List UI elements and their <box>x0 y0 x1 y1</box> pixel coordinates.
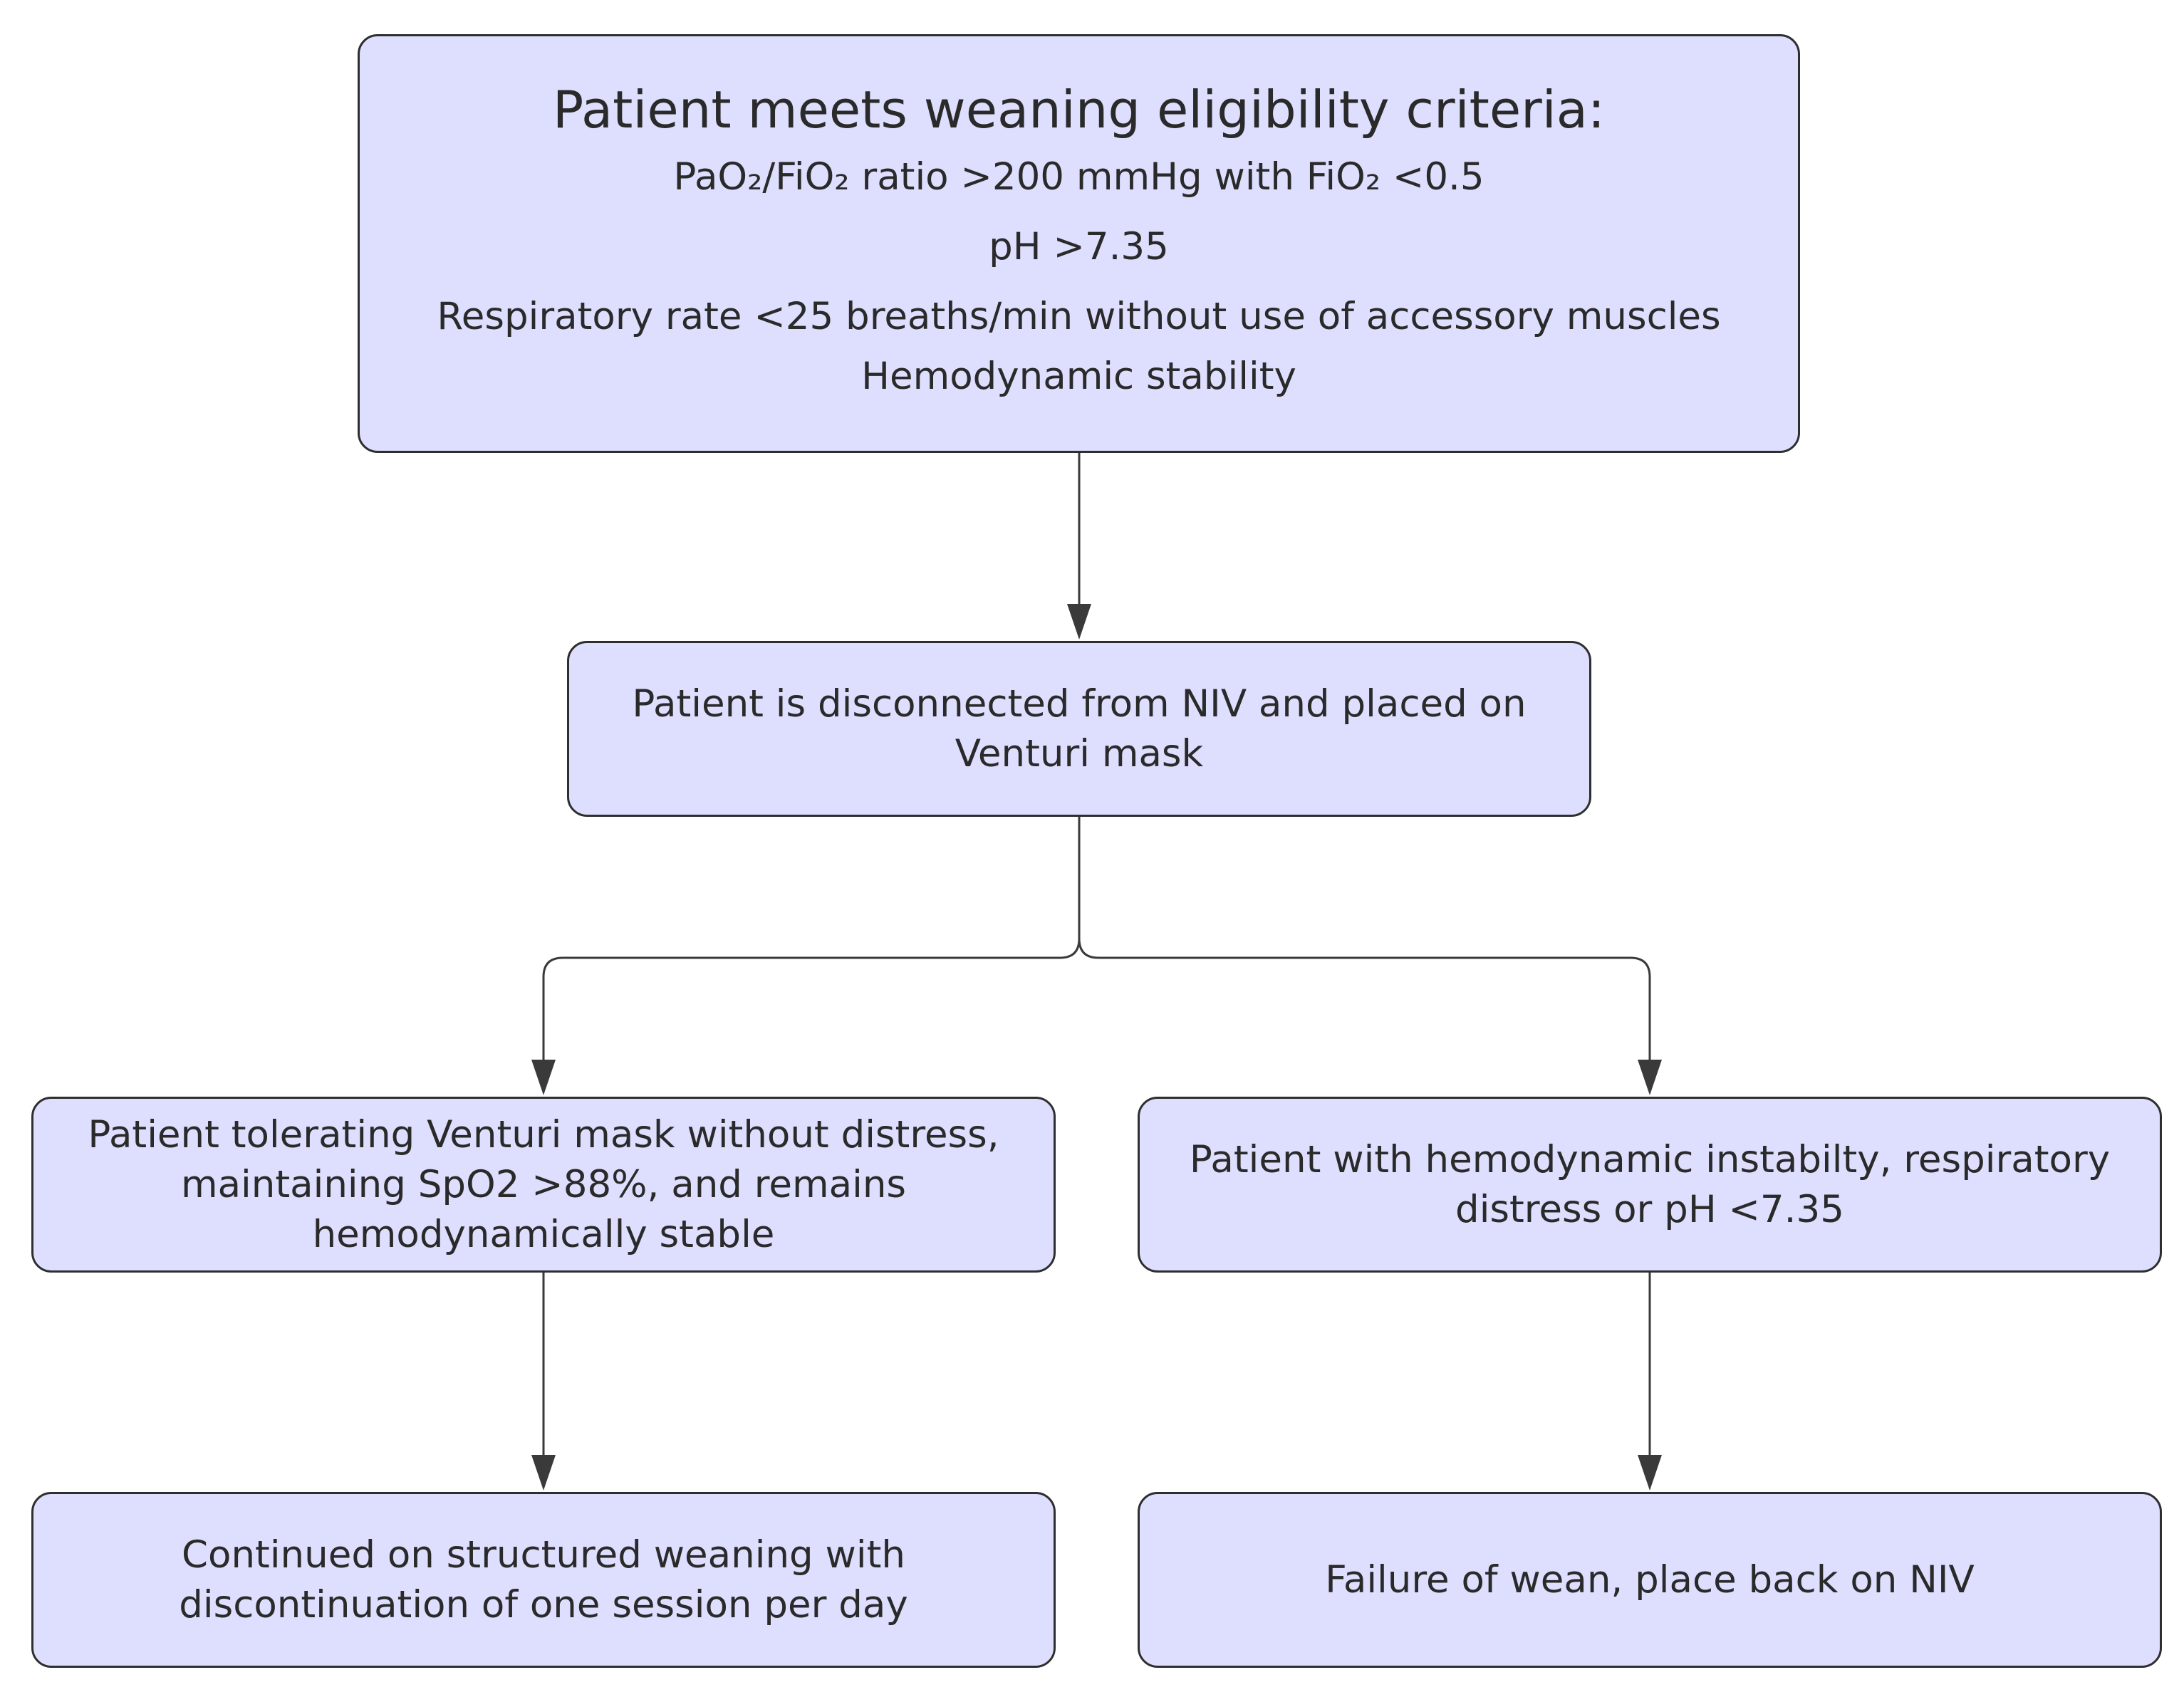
disconnect-from-niv-node: Patient is disconnected from NIV and pla… <box>567 641 1591 817</box>
failure-of-wean-node: Failure of wean, place back on NIV <box>1138 1492 2162 1668</box>
arrowhead-to-continued <box>531 1455 556 1490</box>
edge-disconnect-to-tolerating <box>542 817 1081 1062</box>
arrowhead-to-tolerating <box>531 1060 556 1095</box>
criterion-pao2-fio2: PaO₂/FiO₂ ratio >200 mmHg with FiO₂ <0.5 <box>673 155 1484 199</box>
continued-text-line-2: discontinuation of one session per day <box>179 1582 908 1626</box>
tolerating-text-line-1: Patient tolerating Venturi mask without … <box>88 1112 999 1156</box>
instability-text-line-1: Patient with hemodynamic instabilty, res… <box>1189 1137 2111 1181</box>
arrowhead-to-instability <box>1638 1060 1662 1095</box>
instability-text-line-2: distress or pH <7.35 <box>1455 1187 1844 1231</box>
edge-disconnect-to-instability <box>1078 938 1651 1062</box>
continued-text-line-1: Continued on structured weaning with <box>182 1532 905 1577</box>
disconnect-text-line-2: Venturi mask <box>955 731 1204 776</box>
tolerating-text-line-2: maintaining SpO2 >88%, and remains <box>180 1162 907 1206</box>
tolerating-text-line-3: hemodynamically stable <box>312 1212 775 1256</box>
continued-weaning-node: Continued on structured weaning with dis… <box>31 1492 1056 1668</box>
criterion-ph: pH >7.35 <box>989 225 1169 268</box>
arrowhead-to-failure <box>1638 1455 1662 1490</box>
tolerating-venturi-node: Patient tolerating Venturi mask without … <box>31 1097 1056 1273</box>
eligibility-criteria-node: Patient meets weaning eligibility criter… <box>358 34 1800 453</box>
failure-text-line-1: Failure of wean, place back on NIV <box>1325 1557 1975 1602</box>
disconnect-text-line-1: Patient is disconnected from NIV and pla… <box>632 682 1527 726</box>
arrowhead-to-disconnect <box>1067 604 1091 639</box>
instability-node: Patient with hemodynamic instabilty, res… <box>1138 1097 2162 1273</box>
eligibility-title: Patient meets weaning eligibility criter… <box>552 80 1606 140</box>
criterion-hemodynamic-stability: Hemodynamic stability <box>861 355 1296 398</box>
criterion-respiratory-rate: Respiratory rate <25 breaths/min without… <box>437 295 1721 338</box>
